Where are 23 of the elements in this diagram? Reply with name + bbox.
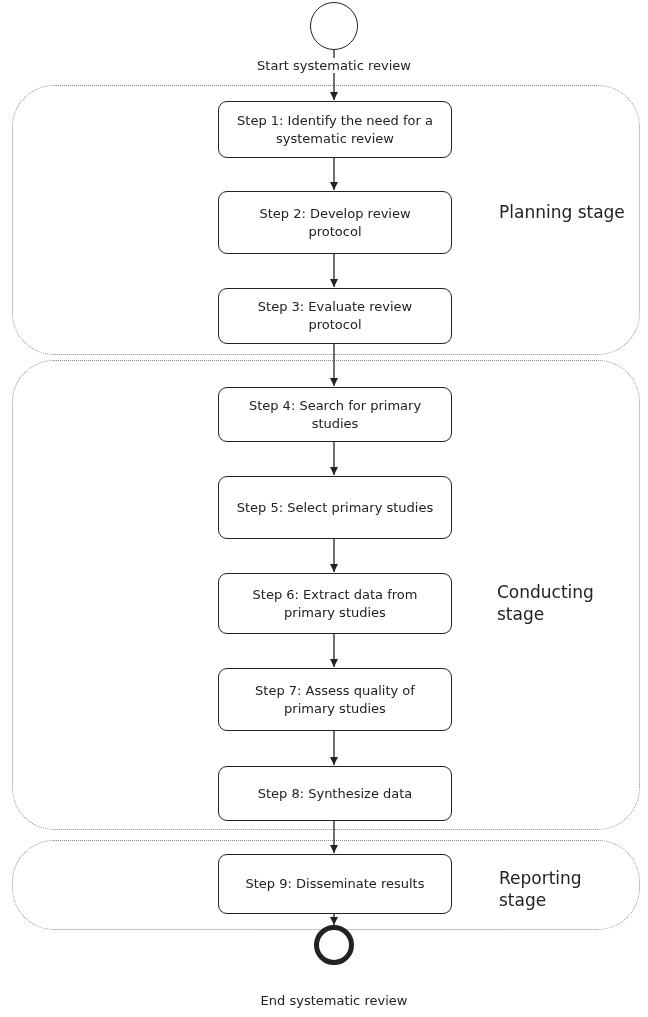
process-box: Step 5: Select primary studies <box>218 476 452 539</box>
process-box: Step 9: Disseminate results <box>218 854 452 914</box>
process-box: Step 6: Extract data from primary studies <box>218 573 452 634</box>
arrow <box>330 342 338 387</box>
arrow <box>330 729 338 766</box>
arrow <box>330 632 338 668</box>
stage-label: Conducting stage <box>497 581 595 625</box>
arrow <box>330 912 338 926</box>
arrow <box>330 440 338 476</box>
arrow <box>330 156 338 191</box>
terminal-circle <box>314 925 354 965</box>
arrow <box>330 252 338 288</box>
process-box: Step 2: Develop review protocol <box>218 191 452 254</box>
process-box: Step 8: Synthesize data <box>218 766 452 821</box>
arrow <box>330 819 338 854</box>
stage-label: Reporting stage <box>499 867 583 911</box>
process-box: Step 1: Identify the need for a systematic review <box>218 101 452 158</box>
terminal-circle <box>310 2 358 50</box>
stage-label: Planning stage <box>499 201 626 223</box>
process-box: Step 4: Search for primary studies <box>218 387 452 442</box>
arrow <box>330 537 338 573</box>
process-box: Step 7: Assess quality of primary studies <box>218 668 452 731</box>
process-box: Step 3: Evaluate review protocol <box>218 288 452 344</box>
